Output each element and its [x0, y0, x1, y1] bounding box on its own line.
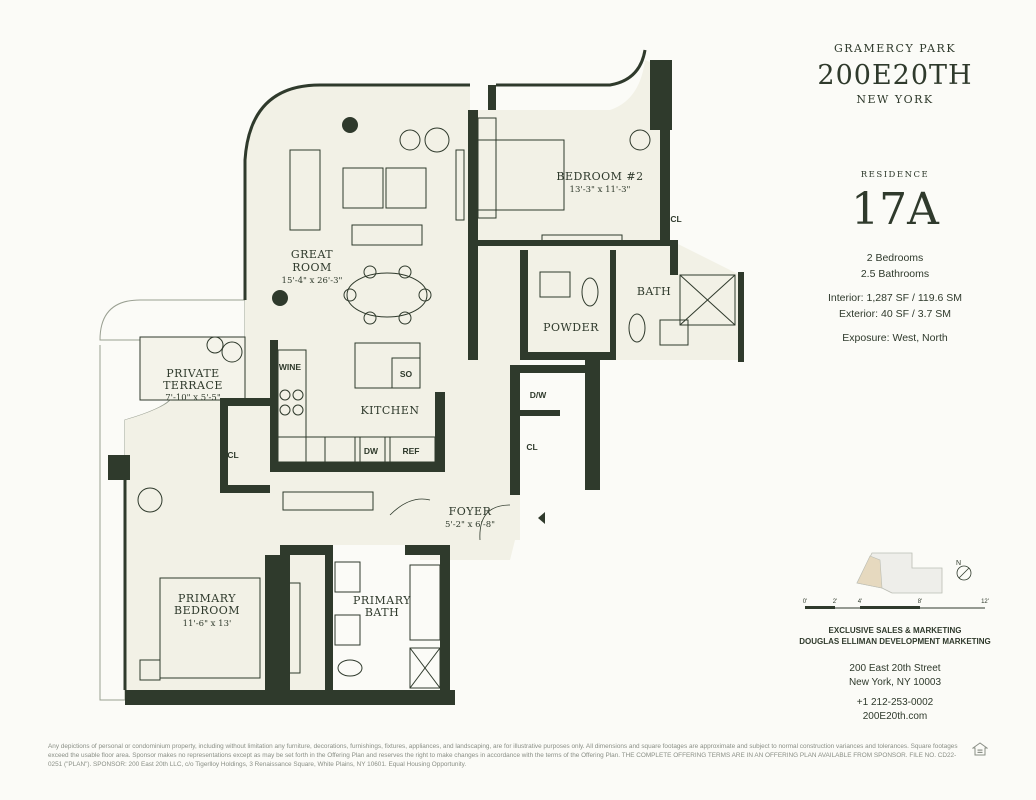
terrace-label-2: TERRACE	[163, 379, 223, 392]
primary-bath-fixtures	[334, 561, 441, 689]
primary-bath-label-1: PRIMARY	[353, 594, 411, 607]
entry-arrow-icon	[538, 512, 545, 524]
residence-number: 17A	[851, 184, 939, 235]
compass-north-label: N	[956, 560, 961, 567]
bath-label: BATH	[637, 285, 671, 298]
closet-label-bedroom2: CL	[670, 214, 681, 224]
address-line-1: 200 East 20th Street	[849, 663, 941, 674]
building-neighborhood: GRAMERCY PARK	[833, 42, 957, 55]
scale-tick-label: 4'	[858, 599, 862, 605]
ref-label: REF	[403, 446, 420, 456]
foyer-label: FOYER	[449, 505, 492, 518]
floor-area	[125, 60, 740, 690]
building-city: NEW YORK	[856, 93, 934, 106]
plant-icon-2	[272, 290, 288, 306]
window-wall	[243, 83, 470, 300]
great-room-dims: 15'-4" x 26'-3"	[282, 276, 343, 286]
kitchen-label: KITCHEN	[360, 404, 419, 417]
terrace-area	[139, 336, 246, 401]
door-swings	[389, 498, 511, 541]
primary-bedroom-label-2: BEDROOM	[174, 604, 240, 617]
bedroom-count: 2 Bedrooms	[866, 252, 924, 264]
scale-tick-label: 2'	[833, 599, 837, 605]
interior-area: Interior: 1,287 SF / 119.6 SM	[827, 292, 963, 304]
legal-disclaimer: Any depictions of personal or condominiu…	[48, 743, 958, 768]
primary-bedroom-furniture	[137, 487, 374, 681]
sales-line-2: DOUGLAS ELLIMAN DEVELOPMENT MARKETING	[799, 637, 991, 646]
terrace-dims: 7'-10" x 5'-5"	[165, 393, 221, 403]
powder-label: POWDER	[543, 321, 599, 334]
great-room-label-1: GREAT	[291, 248, 333, 261]
primary-bath-label-2: BATH	[365, 606, 399, 619]
bathroom-count: 2.5 Bathrooms	[860, 268, 930, 280]
great-room-label-2: ROOM	[292, 261, 332, 274]
so-label: SO	[400, 369, 413, 379]
key-plan-highlight	[856, 555, 883, 589]
terrace-plants	[206, 336, 243, 363]
balcony-outline	[99, 299, 246, 341]
dw2-label: D/W	[530, 390, 548, 400]
phone-number[interactable]: +1 212-253-0002	[856, 697, 934, 708]
walls	[108, 60, 744, 705]
contact-info: +1 212-253-0002 200E20th.com	[790, 696, 1000, 724]
primary-bedroom-label-1: PRIMARY	[178, 592, 236, 605]
window-wall-3	[496, 49, 647, 87]
bath-fixtures	[539, 271, 736, 346]
kitchen-fixtures	[277, 342, 436, 463]
terrace-label-1: PRIVATE	[166, 367, 219, 380]
equal-housing-icon	[972, 742, 988, 756]
key-plan: N	[856, 552, 972, 594]
foyer-dims: 5'-2" x 6'-8"	[445, 520, 495, 530]
primary-bedroom-dims: 11'-6" x 13'	[183, 619, 232, 629]
address: 200 East 20th Street New York, NY 10003	[790, 662, 1000, 690]
residence-label: RESIDENCE	[860, 170, 930, 180]
bedroom2-dims: 13'-3" x 11'-3"	[570, 185, 631, 195]
closet-label-terrace: CL	[227, 450, 238, 460]
scale-bar: 0' 2' 4' 8' 12'	[803, 599, 989, 609]
address-line-2: New York, NY 10003	[848, 677, 942, 688]
wine-label: WINE	[279, 362, 302, 372]
exterior-area: Exterior: 40 SF / 3.7 SM	[838, 308, 952, 320]
floor-plan: GREAT ROOM 15'-4" x 26'-3" BEDROOM #2 13…	[99, 49, 744, 705]
dw-label: DW	[364, 446, 379, 456]
scale-tick-label: 8'	[918, 599, 922, 605]
scale-tick-label: 12'	[981, 599, 989, 605]
scale-tick-label: 0'	[803, 599, 807, 605]
website-link[interactable]: 200E20th.com	[862, 711, 928, 722]
bedroom2-furniture	[477, 117, 651, 244]
sales-info: EXCLUSIVE SALES & MARKETING DOUGLAS ELLI…	[790, 625, 1000, 647]
compass-icon: N	[956, 560, 972, 581]
side-panel: GRAMERCY PARK 200E20TH NEW YORK RESIDENC…	[790, 40, 1000, 346]
closet-label-foyer: CL	[526, 442, 537, 452]
plant-icon	[342, 117, 358, 133]
building-logo: 200E20TH	[817, 60, 973, 91]
exposure: Exposure: West, North	[842, 332, 948, 344]
sales-line-1: EXCLUSIVE SALES & MARKETING	[828, 626, 962, 635]
great-room-furniture	[289, 127, 465, 325]
bedroom2-label: BEDROOM #2	[556, 170, 643, 183]
